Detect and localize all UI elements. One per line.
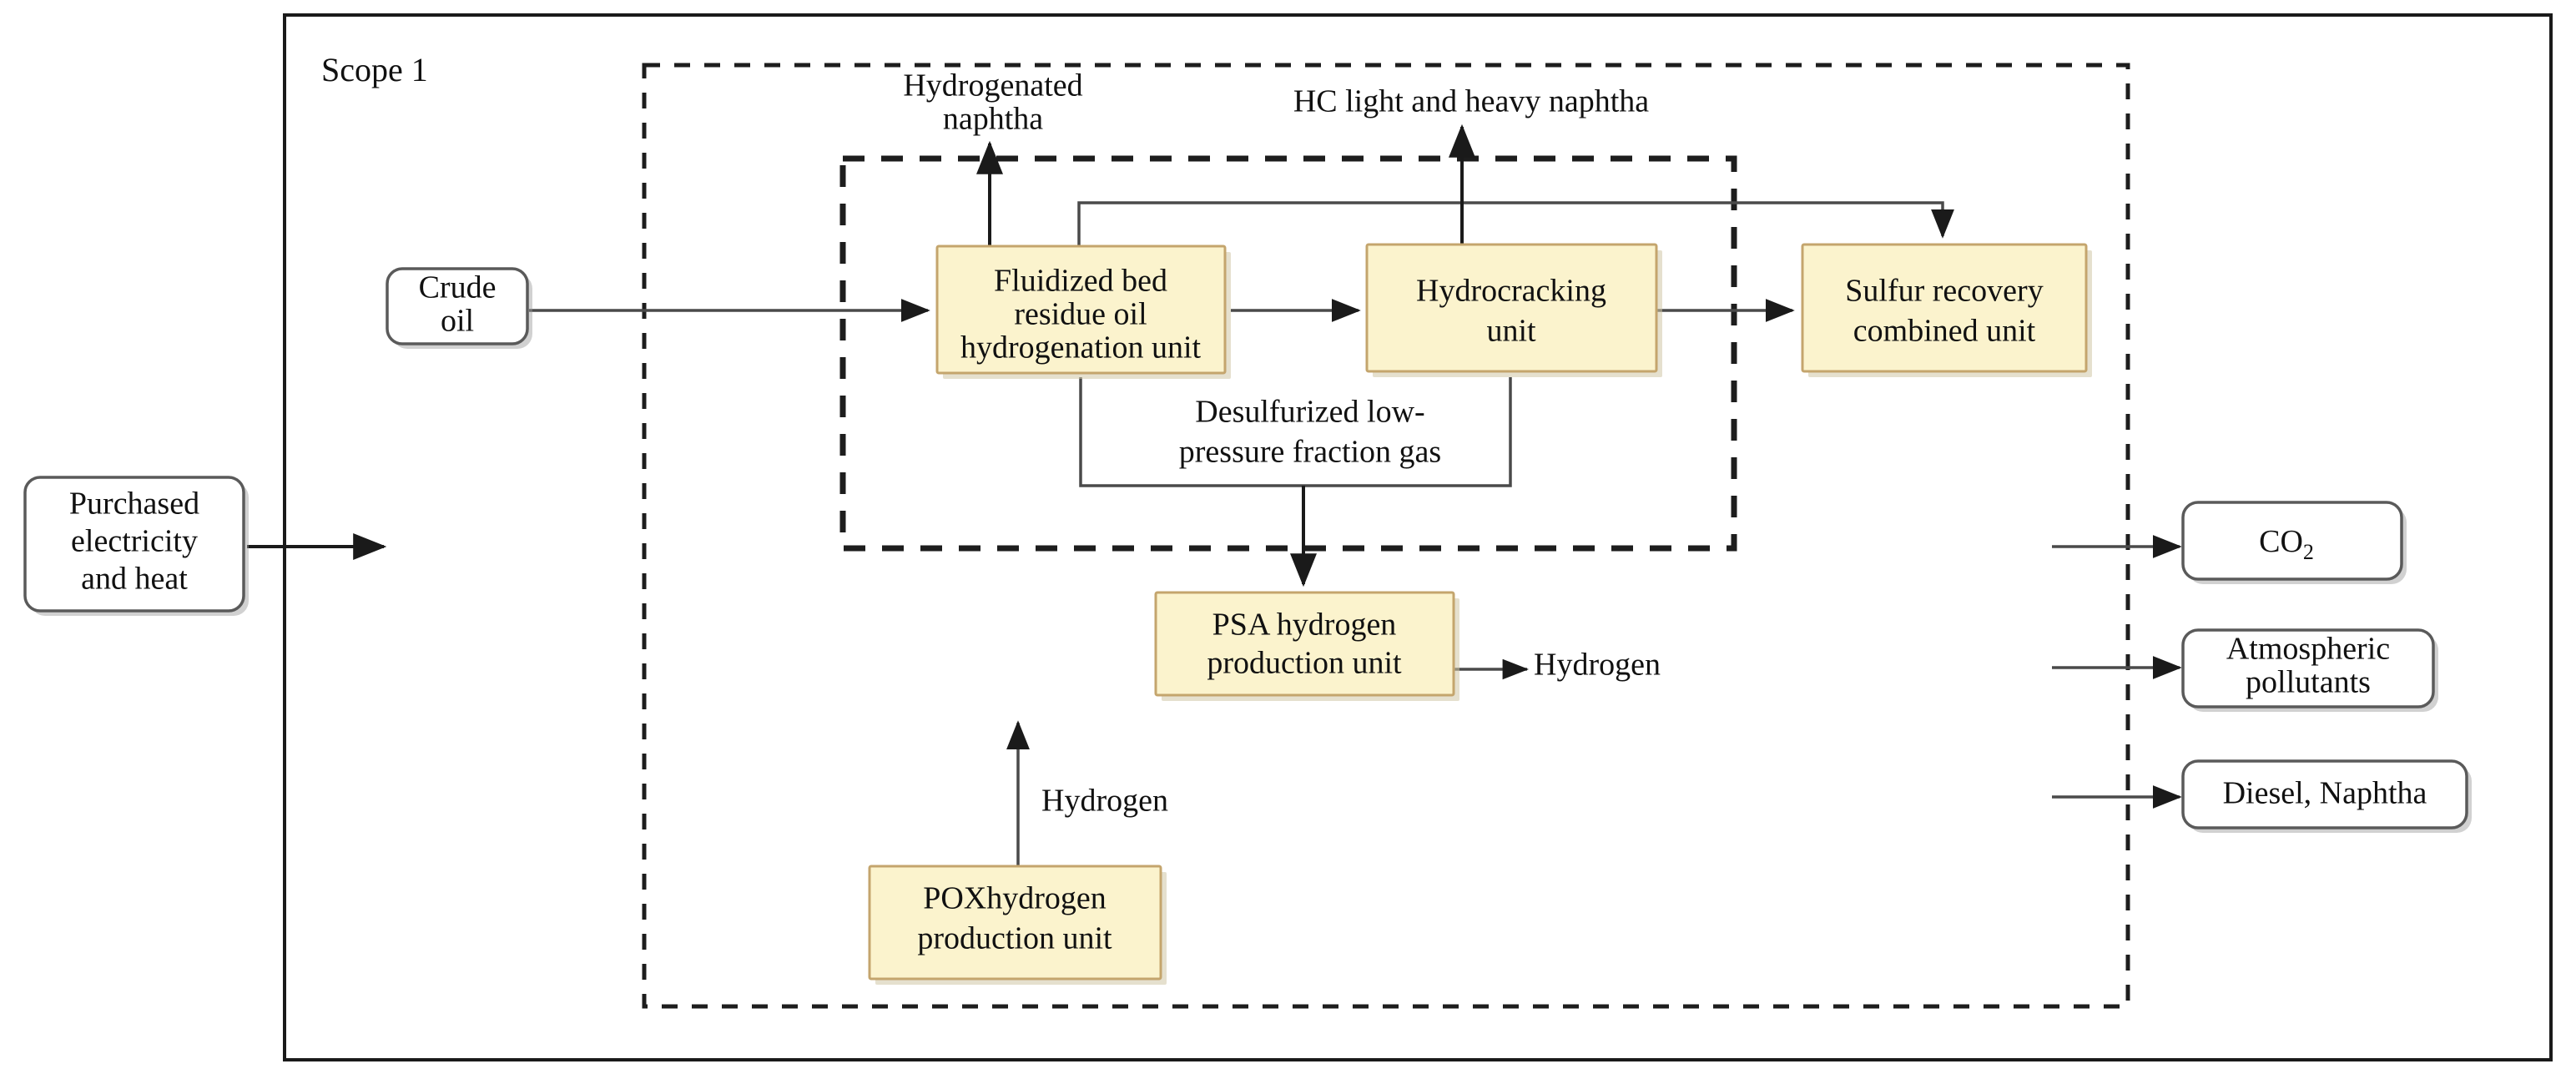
flow-label-desulfurized-gas-line2: pressure fraction gas	[1179, 435, 1441, 470]
process-label-line2: residue oil	[1014, 297, 1147, 332]
process-label-line2: production unit	[917, 921, 1112, 956]
input-label-line2: oil	[441, 304, 474, 339]
output-label-line2: pollutants	[2246, 665, 2371, 700]
process-box-hydrocracking[interactable]: Hydrocracking unit	[1365, 243, 1662, 377]
flow-label-hydrogen-pox: Hydrogen	[1041, 784, 1168, 819]
process-label-line1: PSA hydrogen	[1212, 608, 1397, 643]
inner-dashed-boundary	[839, 155, 1737, 552]
input-label-line2: electricity	[71, 524, 198, 559]
output-label-line1: Atmospheric	[2226, 632, 2390, 667]
scope-title: Scope 1	[321, 51, 428, 88]
process-label-line1: Sulfur recovery	[1845, 274, 2043, 309]
process-label-line1: POXhydrogen	[923, 881, 1107, 916]
outer-dashed-boundary	[642, 63, 2130, 1009]
process-box-pox[interactable]: POXhydrogen production unit	[868, 865, 1167, 985]
output-box-co2[interactable]: CO2	[2181, 501, 2407, 584]
input-label-line1: Crude	[419, 270, 497, 305]
process-label-line1: Hydrocracking	[1416, 274, 1606, 309]
output-box-atmospheric-pollutants[interactable]: Atmospheric pollutants	[2181, 628, 2438, 712]
input-label-line3: and heat	[81, 562, 188, 597]
process-label-line2: unit	[1486, 314, 1536, 349]
outer-solid-frame	[283, 13, 2553, 1061]
process-label-line2: combined unit	[1853, 314, 2036, 349]
process-box-sulfur-recovery[interactable]: Sulfur recovery combined unit	[1801, 243, 2092, 377]
process-box-psa[interactable]: PSA hydrogen production unit	[1154, 591, 1459, 701]
flow-label-desulfurized-gas-line1: Desulfurized low-	[1195, 395, 1424, 430]
flow-label-hydrogen-psa: Hydrogen	[1534, 648, 1661, 683]
connector-fluidized-top-to-sulfur	[1077, 201, 1954, 246]
process-label-line2: production unit	[1207, 646, 1402, 681]
output-label-co2: CO2	[2259, 524, 2314, 564]
flow-label-hydrogenated-naphtha-line2: naphtha	[943, 102, 1043, 137]
output-box-diesel-naphtha[interactable]: Diesel, Naphtha	[2181, 759, 2472, 833]
flow-label-hc-naphtha: HC light and heavy naphtha	[1293, 84, 1649, 119]
process-label-line3: hydrogenation unit	[960, 330, 1202, 366]
output-label-line1: Diesel, Naphtha	[2223, 776, 2427, 811]
process-box-fluidized-bed[interactable]: Fluidized bed residue oil hydrogenation …	[935, 245, 1231, 379]
process-label-line1: Fluidized bed	[994, 264, 1167, 299]
input-box-crude-oil[interactable]: Crude oil	[386, 267, 532, 349]
input-box-purchased-energy[interactable]: Purchased electricity and heat	[23, 476, 249, 616]
input-label-line1: Purchased	[69, 487, 199, 522]
flow-label-hydrogenated-naphtha-line1: Hydrogenated	[903, 68, 1082, 103]
connector-desulfurized-gas-u	[1079, 377, 1512, 487]
